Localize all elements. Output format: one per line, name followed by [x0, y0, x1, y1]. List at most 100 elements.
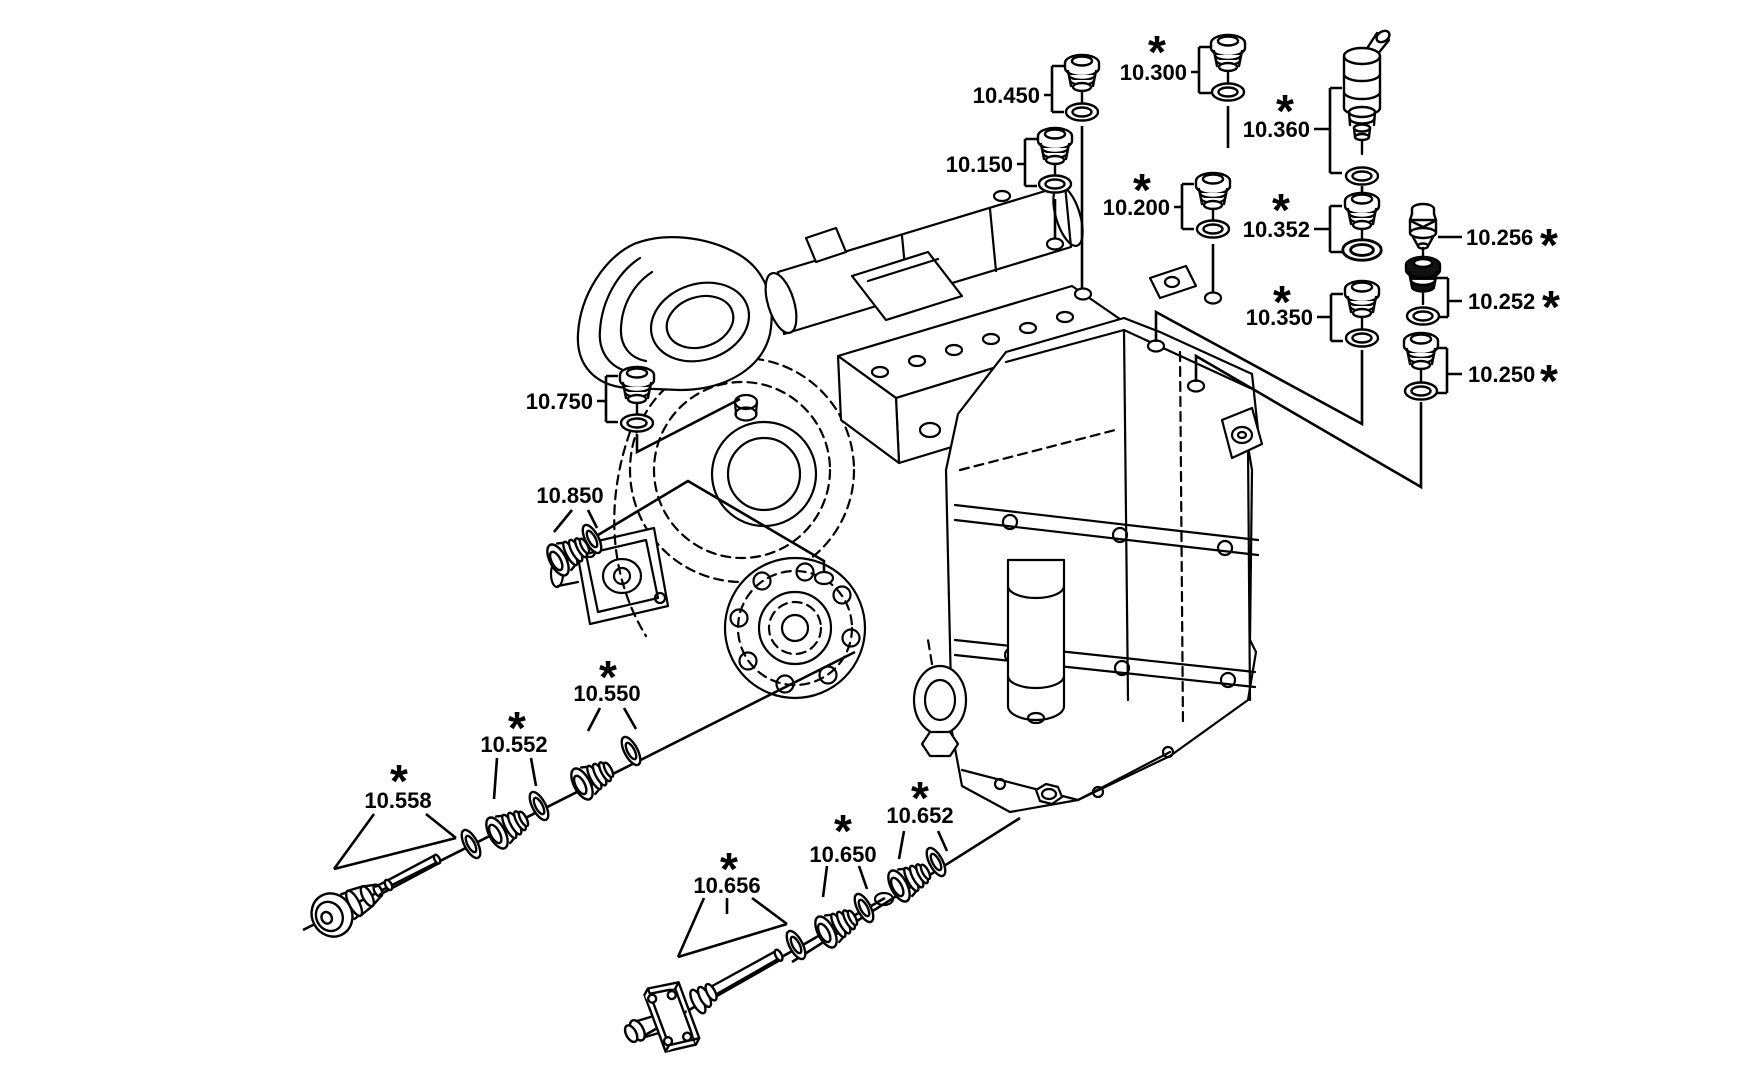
footnote-asterisk: * [390, 755, 408, 807]
screw-plug-icon [1194, 171, 1232, 224]
bracket [1174, 182, 1194, 231]
o-ring-icon [616, 733, 646, 769]
footnote-asterisk: * [1542, 281, 1560, 333]
part-label[interactable]: 10.850 [536, 483, 603, 508]
footnote-asterisk: * [1276, 85, 1294, 137]
assembly-axis-lines [302, 650, 1021, 1040]
breather-tube [764, 183, 1084, 336]
footnote-asterisk: * [1273, 276, 1291, 328]
part-label[interactable]: 10.256 [1466, 225, 1533, 250]
screw-plug-icon [1063, 53, 1101, 106]
part-label[interactable]: 10.750 [526, 389, 593, 414]
bracket [1044, 64, 1064, 114]
screw-plug-icon [1404, 255, 1442, 306]
part-group-10-450: 10.450 [973, 53, 1101, 288]
screw-plug-icon [618, 365, 656, 418]
bracket [676, 896, 788, 959]
part-label[interactable]: 10.252 [1468, 289, 1535, 314]
part-group-10-750: 10.750 [526, 365, 741, 455]
o-ring-icon [1344, 166, 1380, 186]
screw-plug-icon [1209, 33, 1247, 86]
breather-valve-icon [1408, 202, 1438, 260]
o-ring-icon [1064, 102, 1100, 122]
footnote-asterisk: * [508, 702, 526, 754]
screw-plug-icon [1343, 191, 1381, 244]
screw-plug-icon [809, 900, 865, 952]
part-group-10-558: 10.558 * [302, 755, 486, 946]
part-group-10-300: 10.300 * [1120, 26, 1247, 148]
bracket [897, 830, 949, 860]
leader-line [1154, 309, 1364, 427]
temperature-sensor-icon [1342, 27, 1393, 156]
gearbox-assembly-drawing [549, 183, 1264, 907]
oil-filter [1006, 558, 1066, 725]
part-group-10-650: 10.650 * [809, 805, 879, 952]
bracket [597, 374, 618, 424]
part-label[interactable]: 10.200 [1103, 195, 1170, 220]
footnote-asterisk: * [1540, 355, 1558, 407]
footnote-asterisk: * [1148, 26, 1166, 78]
part-group-10-360: 10.360 * [1243, 27, 1393, 196]
part-label[interactable]: 10.652 [886, 803, 953, 828]
o-ring-icon [1210, 82, 1246, 102]
bracket [586, 707, 638, 732]
part-label[interactable]: 10.650 [809, 842, 876, 867]
bracket [1435, 346, 1462, 395]
bracket [552, 509, 599, 533]
o-ring-icon [1344, 328, 1380, 348]
part-group-10-550: 10.550 * [565, 651, 646, 804]
plug-bosses-on-housing [733, 237, 1223, 907]
screw-plug-icon [480, 801, 536, 853]
footnote-asterisk: * [1272, 184, 1290, 236]
part-group-10-200: 10.200 * [1103, 164, 1232, 292]
part-label[interactable]: 10.352 [1243, 217, 1310, 242]
o-ring-icon [1195, 219, 1231, 239]
part-group-10-150: 10.150 [946, 126, 1074, 238]
part-label[interactable]: 10.450 [973, 83, 1040, 108]
part-label[interactable]: 10.150 [946, 152, 1013, 177]
bracket [1017, 137, 1037, 188]
output-yoke [912, 638, 968, 758]
part-label[interactable]: 10.250 [1468, 362, 1535, 387]
footnote-asterisk: * [1133, 164, 1151, 216]
screw-plug-icon [1402, 331, 1440, 384]
screw-plug-icon [565, 752, 621, 804]
torque-converter-hidden-outline [628, 356, 856, 584]
part-label[interactable]: 10.360 [1243, 117, 1310, 142]
speed-sensor-icon [302, 837, 451, 946]
o-ring-icon [1403, 381, 1439, 401]
bracket [1314, 204, 1342, 254]
o-ring-icon [1037, 174, 1073, 194]
part-label[interactable]: 10.558 [364, 788, 431, 813]
part-group-10-552: 10.552 * [480, 702, 554, 853]
footnote-asterisk: * [834, 805, 852, 857]
housing-hidden-contour [613, 430, 648, 638]
leader-line [1194, 353, 1423, 490]
leader-line [597, 479, 826, 572]
bracket [1317, 292, 1343, 343]
part-label[interactable]: 10.656 [693, 873, 760, 898]
part-label[interactable]: 10.350 [1246, 305, 1313, 330]
bracket [1314, 86, 1342, 175]
part-group-10-656: 10.656 * [610, 843, 811, 1070]
leader-line [635, 397, 741, 455]
part-label[interactable]: 10.552 [480, 732, 547, 757]
part-group-10-250: 10.250 * [1194, 331, 1558, 490]
part-group-10-252: 10.252 * [1404, 255, 1560, 333]
footnote-asterisk: * [1540, 219, 1558, 271]
part-group-10-352: 10.352 * [1243, 184, 1383, 262]
o-ring-icon [456, 826, 486, 862]
screw-plug-icon [1036, 126, 1074, 179]
part-label[interactable]: 10.300 [1120, 60, 1187, 85]
part-group-10-850: 10.850 [536, 479, 826, 580]
footnote-asterisk: * [911, 772, 929, 824]
o-ring-icon [619, 413, 655, 433]
footnote-asterisk: * [720, 843, 738, 895]
part-label[interactable]: 10.550 [573, 681, 640, 706]
bracket [332, 812, 457, 871]
o-ring-icon [1341, 238, 1383, 262]
bell-housing-intake [576, 236, 773, 392]
o-ring-icon [1405, 306, 1441, 326]
